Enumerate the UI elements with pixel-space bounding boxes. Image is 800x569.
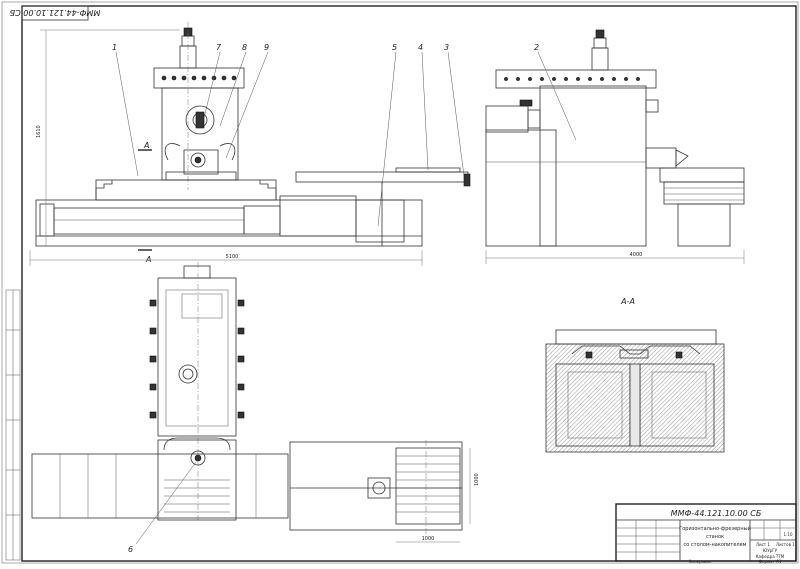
callouts: 1 2 3 4 5 6 7 8 9: [112, 43, 577, 554]
section-mark-bottom: А: [145, 255, 151, 264]
title-org-2: Кафедра ТТМ: [756, 554, 785, 559]
callout-3: 3: [444, 43, 449, 52]
side-view: 4000: [485, 29, 745, 264]
title-org-1: ЮУрГУ: [763, 548, 778, 553]
title-designation: ММФ-44.121.10.00 СБ: [671, 509, 762, 518]
front-view: А А 1610 5100: [29, 22, 471, 266]
title-block: ММФ-44.121.10.00 СБ Горизонтально-фрезер…: [615, 503, 797, 564]
callout-2: 2: [534, 43, 539, 52]
callout-4: 4: [418, 43, 423, 52]
title-sheets: Листов 1: [776, 542, 795, 547]
dim-length-front: 5100: [226, 254, 239, 260]
title-copied: Копировал: [689, 559, 712, 564]
dim-plan-width: 1000: [422, 536, 435, 542]
store-slats: [396, 455, 460, 513]
front-dimensions: 1610 5100: [29, 29, 423, 266]
title-sheet: Лист 1: [756, 542, 770, 547]
title-scale: 1:10: [784, 532, 793, 537]
title-name-line-3: со столом-накопителем: [684, 542, 747, 548]
section-title: А-А: [620, 297, 635, 306]
section-mark-top: А: [143, 141, 149, 150]
title-format: Формат А1: [759, 559, 782, 564]
title-name-line-1: Горизонтально-фрезерный: [679, 525, 751, 532]
callout-6: 6: [128, 545, 133, 554]
dim-length-side: 4000: [630, 252, 643, 258]
side-bolt-row: [504, 77, 640, 81]
column-bolt-row: [161, 75, 237, 81]
corner-code-text: ММФ-44.121.10.00 СБ: [9, 8, 100, 17]
dim-height-front: 1610: [36, 125, 42, 138]
section-a-a: А-А: [545, 297, 725, 453]
plan-dimensions: 1000 1000: [396, 448, 480, 543]
callout-7: 7: [216, 43, 222, 52]
title-name-line-2: станок: [706, 534, 724, 540]
callout-8: 8: [242, 43, 247, 52]
corner-code-box: ММФ-44.121.10.00 СБ: [9, 5, 100, 21]
plan-slats: [164, 479, 230, 513]
callout-1: 1: [112, 43, 117, 52]
callout-9: 9: [264, 43, 269, 52]
plan-view: 1000 1000: [31, 262, 480, 543]
side-dimensions: 4000: [485, 250, 745, 264]
callout-5: 5: [392, 43, 397, 52]
plan-lugs: [149, 299, 245, 419]
dim-plan-height: 1000: [474, 473, 480, 486]
